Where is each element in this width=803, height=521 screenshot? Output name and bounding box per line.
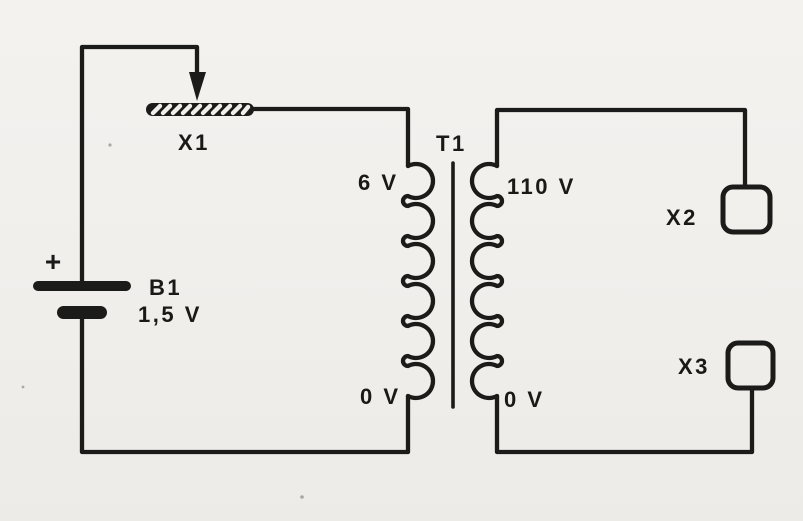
label-x1: X1 (178, 130, 210, 155)
x1-contact-strip (146, 103, 254, 116)
secondary-coil (469, 161, 505, 401)
label-t1: T1 (436, 131, 467, 156)
label-primary-top-tap: 6 V (358, 170, 399, 195)
scan-speck (108, 143, 112, 147)
battery-negative-plate (57, 306, 107, 319)
battery-plus-sign: + (45, 246, 61, 277)
wiper-arrow-head (189, 72, 206, 101)
label-b1-value: 1,5 V (138, 302, 202, 327)
label-primary-bottom-tap: 0 V (360, 384, 401, 409)
battery-symbol (33, 281, 131, 319)
label-x3: X3 (678, 354, 710, 379)
label-x2: X2 (666, 205, 698, 230)
wire-secondary-bottom-to-x3 (494, 386, 755, 455)
wire-battery-positive-to-arrow (79, 44, 200, 285)
wire-secondary-top-to-x2 (494, 107, 748, 189)
transformer-t1 (400, 161, 505, 409)
x1-strip-hatch (150, 103, 251, 116)
label-secondary-bottom-tap: 0 V (504, 387, 545, 412)
primary-coil (400, 161, 436, 401)
x3-terminal-box (725, 340, 776, 391)
scan-speck (21, 385, 25, 389)
label-secondary-top-tap: 110 V (507, 174, 576, 199)
x2-terminal-box (720, 184, 773, 235)
scan-speck (300, 495, 304, 499)
battery-positive-plate (33, 281, 131, 291)
wire-primary-bottom-to-battery (79, 315, 411, 455)
label-b1: B1 (149, 275, 182, 300)
wire-strip-to-primary-top (250, 106, 411, 169)
